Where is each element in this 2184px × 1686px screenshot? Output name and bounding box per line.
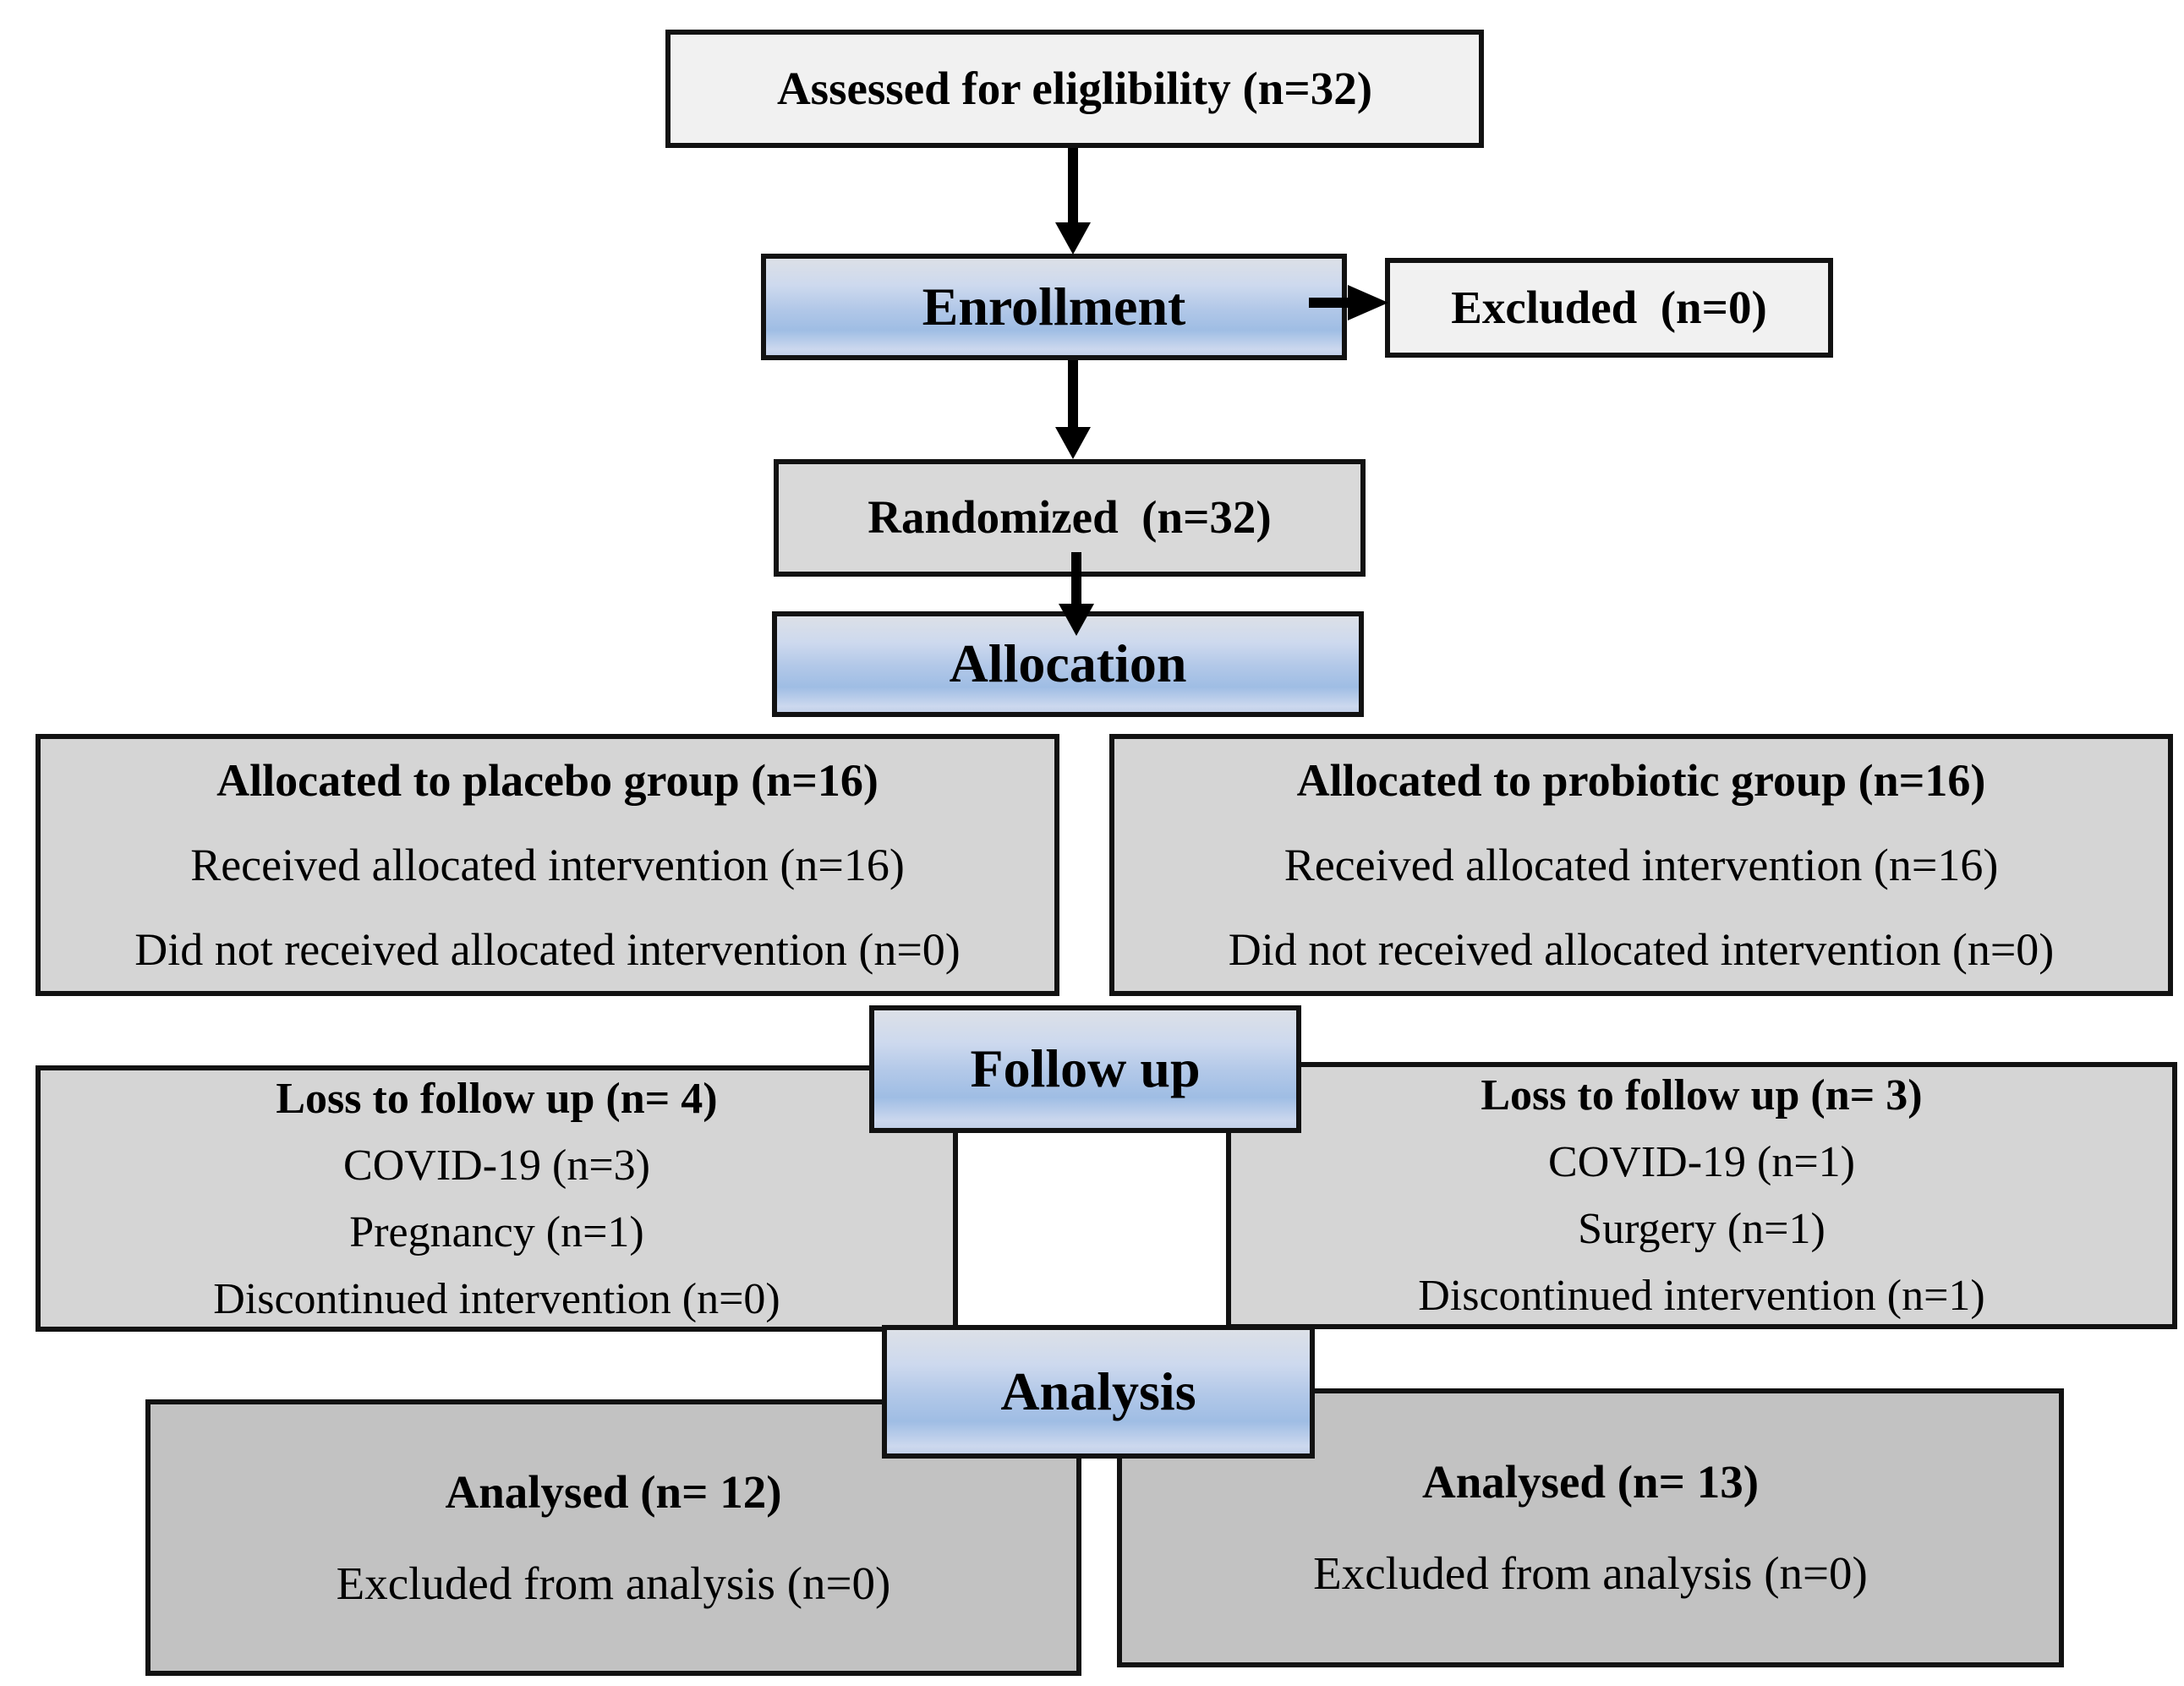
placebo-allocation-line: Did not received allocated intervention …: [134, 924, 961, 975]
probiotic-analysis-line: Excluded from analysis (n=0): [1313, 1547, 1868, 1599]
probiotic-allocation-line: Did not received allocated intervention …: [1228, 924, 2055, 975]
arrow-enrollment-to-randomized-head: [1055, 427, 1091, 459]
probiotic-allocation-title: Allocated to probiotic group (n=16): [1296, 755, 1986, 806]
placebo-analysis-box: Analysed (n= 12) Excluded from analysis …: [145, 1399, 1081, 1676]
probiotic-allocation-line: Received allocated intervention (n=16): [1284, 840, 1999, 890]
arrow-enrollment-to-excluded-line: [1309, 298, 1351, 308]
placebo-allocation-box: Allocated to placebo group (n=16) Receiv…: [36, 734, 1059, 996]
placebo-analysis-line: Excluded from analysis (n=0): [336, 1557, 891, 1609]
arrow-assessed-to-enrollment-head: [1055, 222, 1091, 255]
probiotic-follow-up-line: COVID-19 (n=1): [1548, 1138, 1855, 1186]
follow-up-stage-box: Follow up: [869, 1005, 1301, 1133]
probiotic-follow-up-line: Discontinued intervention (n=1): [1418, 1272, 1985, 1320]
placebo-follow-up-line: Discontinued intervention (n=0): [213, 1274, 780, 1323]
placebo-follow-up-title: Loss to follow up (n= 4): [276, 1074, 718, 1123]
placebo-allocation-line: Received allocated intervention (n=16): [190, 840, 905, 890]
assessed-box: Assessed for eliglibility (n=32): [665, 30, 1484, 148]
arrow-enrollment-to-excluded-head: [1348, 285, 1388, 320]
placebo-follow-up-line: Pregnancy (n=1): [349, 1207, 644, 1256]
probiotic-follow-up-title: Loss to follow up (n= 3): [1481, 1071, 1923, 1119]
excluded-box: Excluded (n=0): [1385, 258, 1833, 358]
probiotic-follow-up-box: Loss to follow up (n= 3) COVID-19 (n=1) …: [1226, 1062, 2177, 1329]
randomized-box: Randomized (n=32): [774, 459, 1366, 577]
arrow-assessed-to-enrollment-line: [1068, 148, 1078, 224]
probiotic-follow-up-line: Surgery (n=1): [1578, 1205, 1825, 1253]
probiotic-analysis-title: Analysed (n= 13): [1421, 1456, 1760, 1508]
placebo-allocation-title: Allocated to placebo group (n=16): [216, 755, 879, 806]
placebo-follow-up-line: COVID-19 (n=3): [343, 1141, 650, 1190]
enrollment-stage-box: Enrollment: [761, 254, 1347, 360]
arrow-randomized-to-allocation-head: [1059, 604, 1094, 636]
arrow-enrollment-to-randomized-line: [1068, 360, 1078, 430]
placebo-analysis-title: Analysed (n= 12): [445, 1465, 782, 1518]
arrow-randomized-to-allocation-line: [1071, 552, 1081, 606]
placebo-follow-up-box: Loss to follow up (n= 4) COVID-19 (n=3) …: [36, 1065, 958, 1332]
analysis-stage-box: Analysis: [882, 1325, 1315, 1459]
probiotic-allocation-box: Allocated to probiotic group (n=16) Rece…: [1109, 734, 2173, 996]
